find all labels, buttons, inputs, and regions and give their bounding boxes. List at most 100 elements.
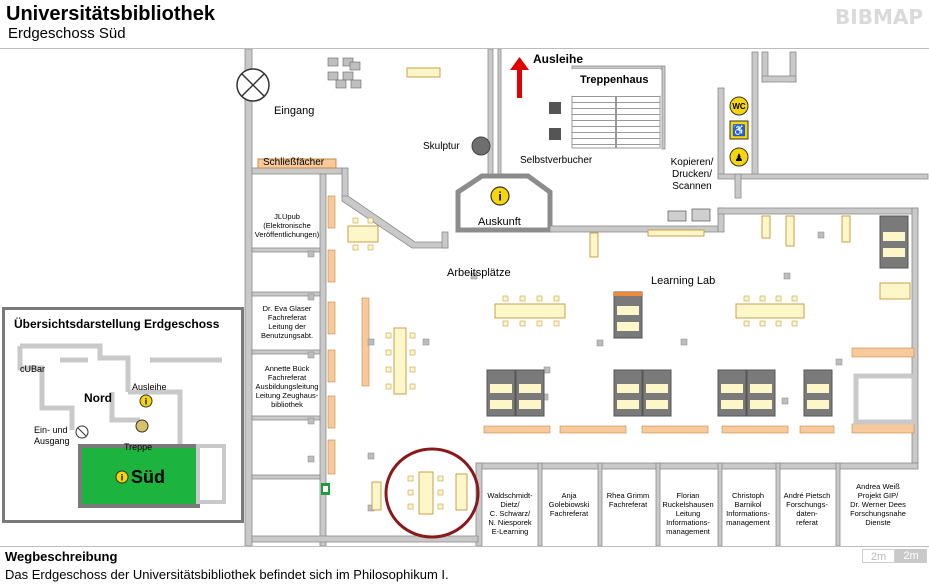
svg-text:i: i xyxy=(145,397,148,407)
office-label-line: Florian xyxy=(677,491,700,500)
office-label-line: Fachreferat xyxy=(609,500,648,509)
wall-stair-right xyxy=(661,65,666,150)
overview-label-ausgang: Ausgang xyxy=(34,436,70,446)
wall-office-b4 xyxy=(655,462,661,546)
location-highlight-circle xyxy=(384,447,480,539)
label-learning-lab: Learning Lab xyxy=(651,275,715,287)
wall-office-4 xyxy=(251,415,321,421)
overview-info-icon-nord: i xyxy=(139,394,153,408)
ausleihe-arrow-icon xyxy=(510,57,529,98)
wall-office-1 xyxy=(251,247,321,253)
office-label-line: André Pietsch xyxy=(784,491,831,500)
office-label-line: referat xyxy=(796,518,819,527)
overview-label-sued: Süd xyxy=(131,467,165,487)
footer-divider xyxy=(0,546,929,547)
overview-label-nord: Nord xyxy=(84,391,112,405)
overview-sued-area[interactable] xyxy=(78,444,200,508)
office-label-line: Leitung Zeughaus- xyxy=(256,391,319,400)
wheelchair-icon: ♿ xyxy=(729,120,749,140)
svg-text:♿: ♿ xyxy=(732,124,746,137)
family-icon: ♟ xyxy=(729,147,749,167)
computer-icons xyxy=(327,57,362,89)
wall-service-left xyxy=(717,87,725,179)
wall-service-bottom xyxy=(717,173,929,180)
office-label-line: Projekt GIP/ xyxy=(858,491,899,500)
office-label-line: Fachreferat xyxy=(550,509,589,518)
wall-office-2 xyxy=(251,291,321,297)
wall-ausleihe-left xyxy=(487,49,494,175)
label-schliessfaecher: Schließfächer xyxy=(263,157,325,168)
office-label-line: Golebiowski xyxy=(549,500,590,509)
office-label-line: Barnikol xyxy=(734,500,761,509)
overview-label-ein: Ein- und xyxy=(34,425,68,435)
office-label-line: management xyxy=(666,527,711,536)
office-label-line: Informations- xyxy=(726,509,770,518)
office-label-line: Rhea Grimm xyxy=(607,491,650,500)
office-label-line: Dr. Eva Glaser xyxy=(263,304,312,313)
floor-plan-map[interactable]: i WC ♿ ♟ xyxy=(0,49,929,546)
wall-ausleihe-left2 xyxy=(497,49,502,175)
office-label-line: management xyxy=(726,518,771,527)
office-label-line: Fachreferat xyxy=(268,373,307,382)
label-selbstverbucher: Selbstverbucher xyxy=(520,155,593,166)
svg-text:i: i xyxy=(498,190,501,204)
office-label-line: Ruckelshausen xyxy=(662,500,713,509)
overview-door-icon xyxy=(75,425,89,439)
wall-office-5 xyxy=(251,474,321,480)
wall-office-b6 xyxy=(775,462,781,546)
shelves-left xyxy=(327,195,370,475)
overview-label-cubar: cUBar xyxy=(20,364,45,374)
office-label-line: Anja xyxy=(561,491,577,500)
office-label-line: Ausbildungsleitung xyxy=(256,382,319,391)
wall-office-b7 xyxy=(835,462,841,546)
scale-toggle-a[interactable]: 2m xyxy=(862,549,895,563)
svg-text:i: i xyxy=(121,473,124,483)
desk-groups xyxy=(347,215,911,515)
wall-office-3 xyxy=(251,349,321,355)
office-label-line: C. Schwarz/ xyxy=(490,509,531,518)
office-label-line: Informations- xyxy=(666,518,710,527)
office-label-line: bibliothek xyxy=(271,400,303,409)
office-label-line: Leitung der xyxy=(268,322,306,331)
wall-corridor-a xyxy=(341,167,349,199)
walls xyxy=(244,49,929,546)
wall-office-b5 xyxy=(717,462,723,546)
office-label-line: JLUpub xyxy=(274,212,300,221)
label-drucken: Drucken/ xyxy=(672,169,712,180)
emergency-exit-icon xyxy=(321,483,330,495)
wall-offices-east xyxy=(319,173,327,546)
wall-offices-top xyxy=(251,167,343,175)
office-label-line: daten- xyxy=(796,509,818,518)
stairs-divider xyxy=(615,96,617,148)
office-label-line: Andrea Weiß xyxy=(856,482,900,491)
scale-toggle-b[interactable]: 2m xyxy=(895,549,927,563)
wall-corridor-c xyxy=(441,231,449,249)
sculpture-icon xyxy=(471,136,491,156)
wall-west xyxy=(244,49,253,546)
floor-subtitle: Erdgeschoss Süd xyxy=(8,25,126,42)
label-ausleihe: Ausleihe xyxy=(533,52,583,66)
label-eingang: Eingang xyxy=(274,105,314,117)
overview-map[interactable]: i i cUBar Nord Ausleihe Ein- und Ausgang… xyxy=(8,334,236,516)
wall-service-right xyxy=(751,51,759,179)
office-label-line: Annette Bück xyxy=(265,364,310,373)
overview-title: Übersichtsdarstellung Erdgeschoss xyxy=(14,317,220,331)
svg-text:♟: ♟ xyxy=(735,153,744,164)
overview-info-icon-sued: i xyxy=(115,470,129,484)
self-checkout-icons xyxy=(549,102,561,140)
office-label-line: Dienste xyxy=(865,518,890,527)
office-label-line: Forschungsnahe xyxy=(850,509,906,518)
wall-ne-3 xyxy=(761,75,797,83)
office-label-line: N. Niesporek xyxy=(488,518,532,527)
office-label-line: Leitung xyxy=(676,509,701,518)
overview-stairs-icon xyxy=(135,419,149,433)
label-kopieren: Kopieren/ xyxy=(671,157,714,168)
label-scannen: Scannen xyxy=(672,181,711,192)
desk-entrance xyxy=(406,67,441,78)
shelves-lab xyxy=(483,347,917,434)
page-title: Universitätsbibliothek xyxy=(6,3,215,25)
office-label-line: Forschungs- xyxy=(786,500,828,509)
label-treppenhaus: Treppenhaus xyxy=(580,74,648,86)
lockers-shape xyxy=(257,158,337,169)
info-icon: i xyxy=(490,186,510,206)
